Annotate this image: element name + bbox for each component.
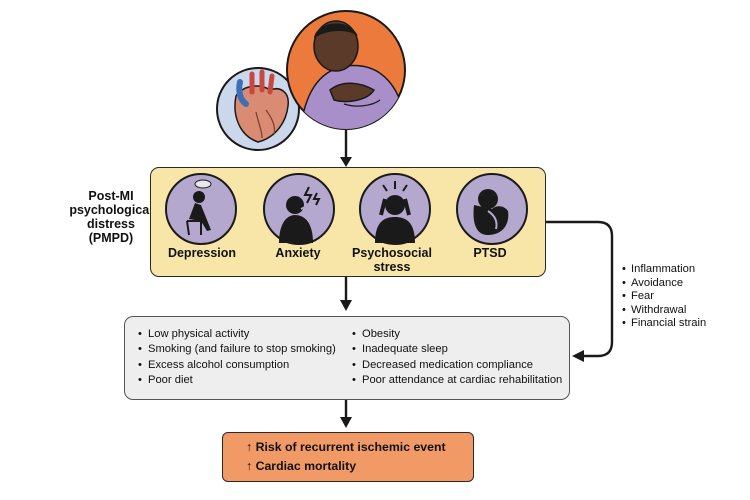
condition-label-line: PTSD <box>473 246 507 260</box>
heart-icon <box>216 67 300 151</box>
outcome-risk-recurrent-event: ↑ Risk of recurrent ischemic event <box>246 440 446 454</box>
mechanism-item: Withdrawal <box>622 304 706 318</box>
risk-factor-item: Poor diet <box>138 373 336 389</box>
risk-factor-item: Obesity <box>352 327 562 343</box>
mechanism-item: Financial strain <box>622 317 706 331</box>
flow-arrows <box>340 130 614 428</box>
risk-factor-item: Smoking (and failure to stop smoking) <box>138 342 336 358</box>
condition-label-anxiety: Anxiety <box>252 246 344 260</box>
ptsd-person-icon <box>456 173 528 245</box>
mechanism-item: Avoidance <box>622 277 706 291</box>
condition-label-line: Depression <box>167 246 237 260</box>
mechanism-item: Fear <box>622 290 706 304</box>
risk-factor-item: Excess alcohol consumption <box>138 358 336 374</box>
condition-label-line: stress <box>373 260 411 274</box>
stress-person-icon <box>359 173 431 245</box>
up-arrow-icon: ↑ <box>246 459 253 473</box>
side-label-line: psychological <box>69 203 153 217</box>
risk-factor-item: Poor attendance at cardiac rehabilitatio… <box>352 373 562 389</box>
up-arrow-icon: ↑ <box>246 440 253 454</box>
outcome-text: Risk of recurrent ischemic event <box>255 440 446 454</box>
risk-factors-left-list: Low physical activity Smoking (and failu… <box>138 327 336 388</box>
depression-person-icon <box>165 173 237 245</box>
side-label-line: (PMPD) <box>88 231 134 245</box>
anxiety-person-icon <box>263 173 335 245</box>
pmpd-side-label: Post-MI psychological distress (PMPD) <box>66 189 156 245</box>
condition-label-line: Psychosocial <box>352 246 432 260</box>
side-label-line: Post-MI <box>88 189 134 203</box>
outcome-text: Cardiac mortality <box>255 459 357 473</box>
risk-factor-item: Inadequate sleep <box>352 342 562 358</box>
condition-label-line: Anxiety <box>275 246 321 260</box>
outcome-cardiac-mortality: ↑ Cardiac mortality <box>246 459 356 473</box>
mechanism-item: Inflammation <box>622 263 706 277</box>
outcomes-box <box>222 432 474 482</box>
mechanisms-list: Inflammation Avoidance Fear Withdrawal F… <box>622 263 706 331</box>
risk-factors-right-list: Obesity Inadequate sleep Decreased medic… <box>352 327 562 388</box>
risk-factor-item: Low physical activity <box>138 327 336 343</box>
risk-factor-item: Decreased medication compliance <box>352 358 562 374</box>
side-label-line: distress <box>87 217 135 231</box>
condition-label-ptsd: PTSD <box>450 246 530 260</box>
chest-pain-person-icon <box>286 10 406 130</box>
condition-label-depression: Depression <box>150 246 254 260</box>
condition-label-psychosocial-stress: Psychosocial stress <box>343 246 441 274</box>
